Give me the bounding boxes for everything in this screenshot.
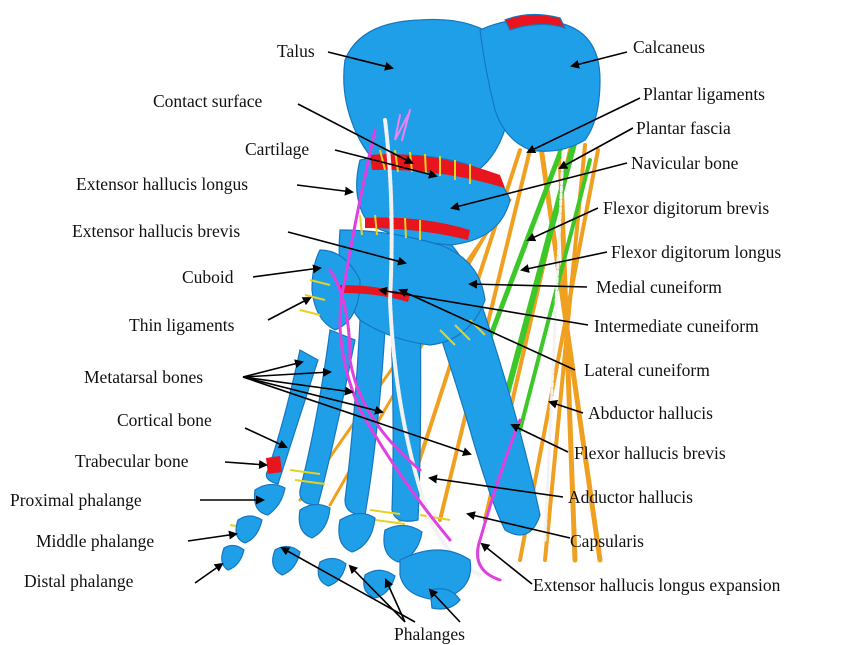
- label-plantar-ligaments: Plantar ligaments: [643, 84, 765, 104]
- label-contact-surface: Contact surface: [153, 91, 262, 111]
- label-flexor-hallucis-brevis: Flexor hallucis brevis: [574, 443, 726, 463]
- label-metatarsal-bones: Metatarsal bones: [84, 367, 203, 387]
- label-flexor-digitorum-brevis: Flexor digitorum brevis: [603, 198, 769, 218]
- label-cartilage: Cartilage: [245, 139, 309, 159]
- label-distal-phalange: Distal phalange: [24, 571, 133, 591]
- label-calcaneus: Calcaneus: [633, 37, 705, 57]
- label-medial-cuneiform: Medial cuneiform: [596, 277, 722, 297]
- label-trabecular-bone: Trabecular bone: [75, 451, 189, 471]
- label-capsularis: Capsularis: [570, 531, 644, 551]
- label-intermediate-cuneiform: Intermediate cuneiform: [594, 316, 759, 336]
- label-extensor-hallucis-longus: Extensor hallucis longus: [76, 174, 248, 194]
- label-middle-phalange: Middle phalange: [36, 531, 154, 551]
- label-flexor-digitorum-longus: Flexor digitorum longus: [611, 242, 781, 262]
- label-plantar-fascia: Plantar fascia: [636, 118, 731, 138]
- label-proximal-phalange: Proximal phalange: [10, 490, 142, 510]
- label-extensor-hallucis-longus-expansion: Extensor hallucis longus expansion: [533, 575, 780, 595]
- label-cuboid: Cuboid: [182, 267, 234, 287]
- label-thin-ligaments: Thin ligaments: [129, 315, 234, 335]
- label-extensor-hallucis-brevis: Extensor hallucis brevis: [72, 221, 240, 241]
- label-navicular-bone: Navicular bone: [631, 153, 738, 173]
- label-phalanges: Phalanges: [394, 624, 465, 644]
- label-lateral-cuneiform: Lateral cuneiform: [584, 360, 710, 380]
- label-talus: Talus: [277, 41, 315, 61]
- label-cortical-bone: Cortical bone: [117, 410, 212, 430]
- label-adductor-hallucis: Adductor hallucis: [568, 487, 693, 507]
- label-abductor-hallucis: Abductor hallucis: [588, 403, 713, 423]
